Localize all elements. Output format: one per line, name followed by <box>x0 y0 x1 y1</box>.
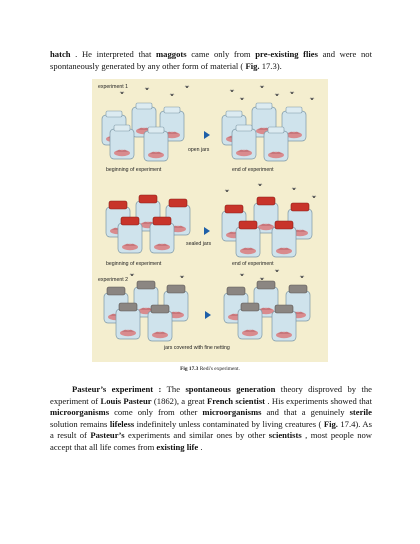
text-run: . His experiments showed that <box>265 395 372 406</box>
caption-text: Redi's experiment. <box>198 366 240 372</box>
label-beginning-1: beginning of experiment <box>106 167 162 173</box>
text-run: The <box>161 384 186 394</box>
label-end-1: end of experiment <box>232 167 274 173</box>
label-open-jars: open jars <box>188 147 210 153</box>
label-beginning-2: beginning of experiment <box>106 261 162 267</box>
label-sealed-jars: sealed jars <box>186 241 211 247</box>
label-experiment-2: experiment 2 <box>98 277 128 283</box>
text-run: and that a genuinely <box>261 407 350 418</box>
term-microorganisms-2: microorganisms <box>202 407 262 418</box>
row-sealed-jars <box>105 183 317 258</box>
text-run: . He interpreted that <box>70 49 157 59</box>
text-run: and were not spontaneously generated by … <box>50 49 372 71</box>
redi-experiment-figure: experiment 1 open jars beginning of expe… <box>92 79 328 362</box>
text-run: indefinitely unless contaminated by livi… <box>134 418 324 429</box>
figure-caption: Fig 17.3 Redi's experiment. <box>0 366 420 372</box>
term-pre-existing-flies: pre-existing flies <box>255 49 318 59</box>
text-run: come only from other <box>109 407 203 418</box>
term-french-scientist: French scientist <box>206 395 266 406</box>
paragraph-redi-conclusion: hatch . He interpreted that maggots came… <box>50 49 372 72</box>
term-louis-pasteur: Louis Pasteur <box>100 395 152 406</box>
text-run: 17.3). <box>259 60 282 71</box>
text-run: solution remains <box>50 418 110 429</box>
text-run: , most people now accept that all life c… <box>50 430 372 452</box>
fig-ref: Fig. <box>323 418 338 429</box>
term-sterile: sterile <box>349 407 372 418</box>
term-maggots: maggots <box>156 49 187 59</box>
label-netting: jars covered with fine netting <box>163 345 230 351</box>
text-run: (1862), a great <box>151 395 207 406</box>
term-existing-life: existing life <box>156 441 199 452</box>
text-run: experiments and similar ones by other <box>124 430 269 441</box>
term-lifeless: lifeless <box>109 418 135 429</box>
fig-ref: Fig. <box>245 60 260 71</box>
text-run: came only from <box>186 49 256 59</box>
figure-illustration: experiment 1 open jars beginning of expe… <box>98 84 317 351</box>
paragraph-pasteur-experiment: Pasteur’s experiment : The spontaneous g… <box>50 384 372 454</box>
text-run: theory disproved by the experiment of <box>50 384 372 406</box>
text-run: . <box>198 441 203 452</box>
row-netting-jars <box>103 269 311 342</box>
label-end-2: end of experiment <box>232 261 274 267</box>
text-run: 17.4). As a result of <box>50 418 372 441</box>
term-pasteurs: Pasteur’s <box>90 430 125 441</box>
term-scientists: scientists <box>268 430 302 441</box>
term-microorganisms: microorganisms <box>50 407 110 418</box>
heading-pasteur-experiment: Pasteur’s experiment : <box>72 384 162 394</box>
term-spontaneous-generation: spontaneous generation <box>185 384 276 394</box>
label-experiment-1: experiment 1 <box>98 84 128 90</box>
caption-number: Fig 17.3 <box>180 366 199 372</box>
term-hatch: hatch <box>50 49 71 59</box>
